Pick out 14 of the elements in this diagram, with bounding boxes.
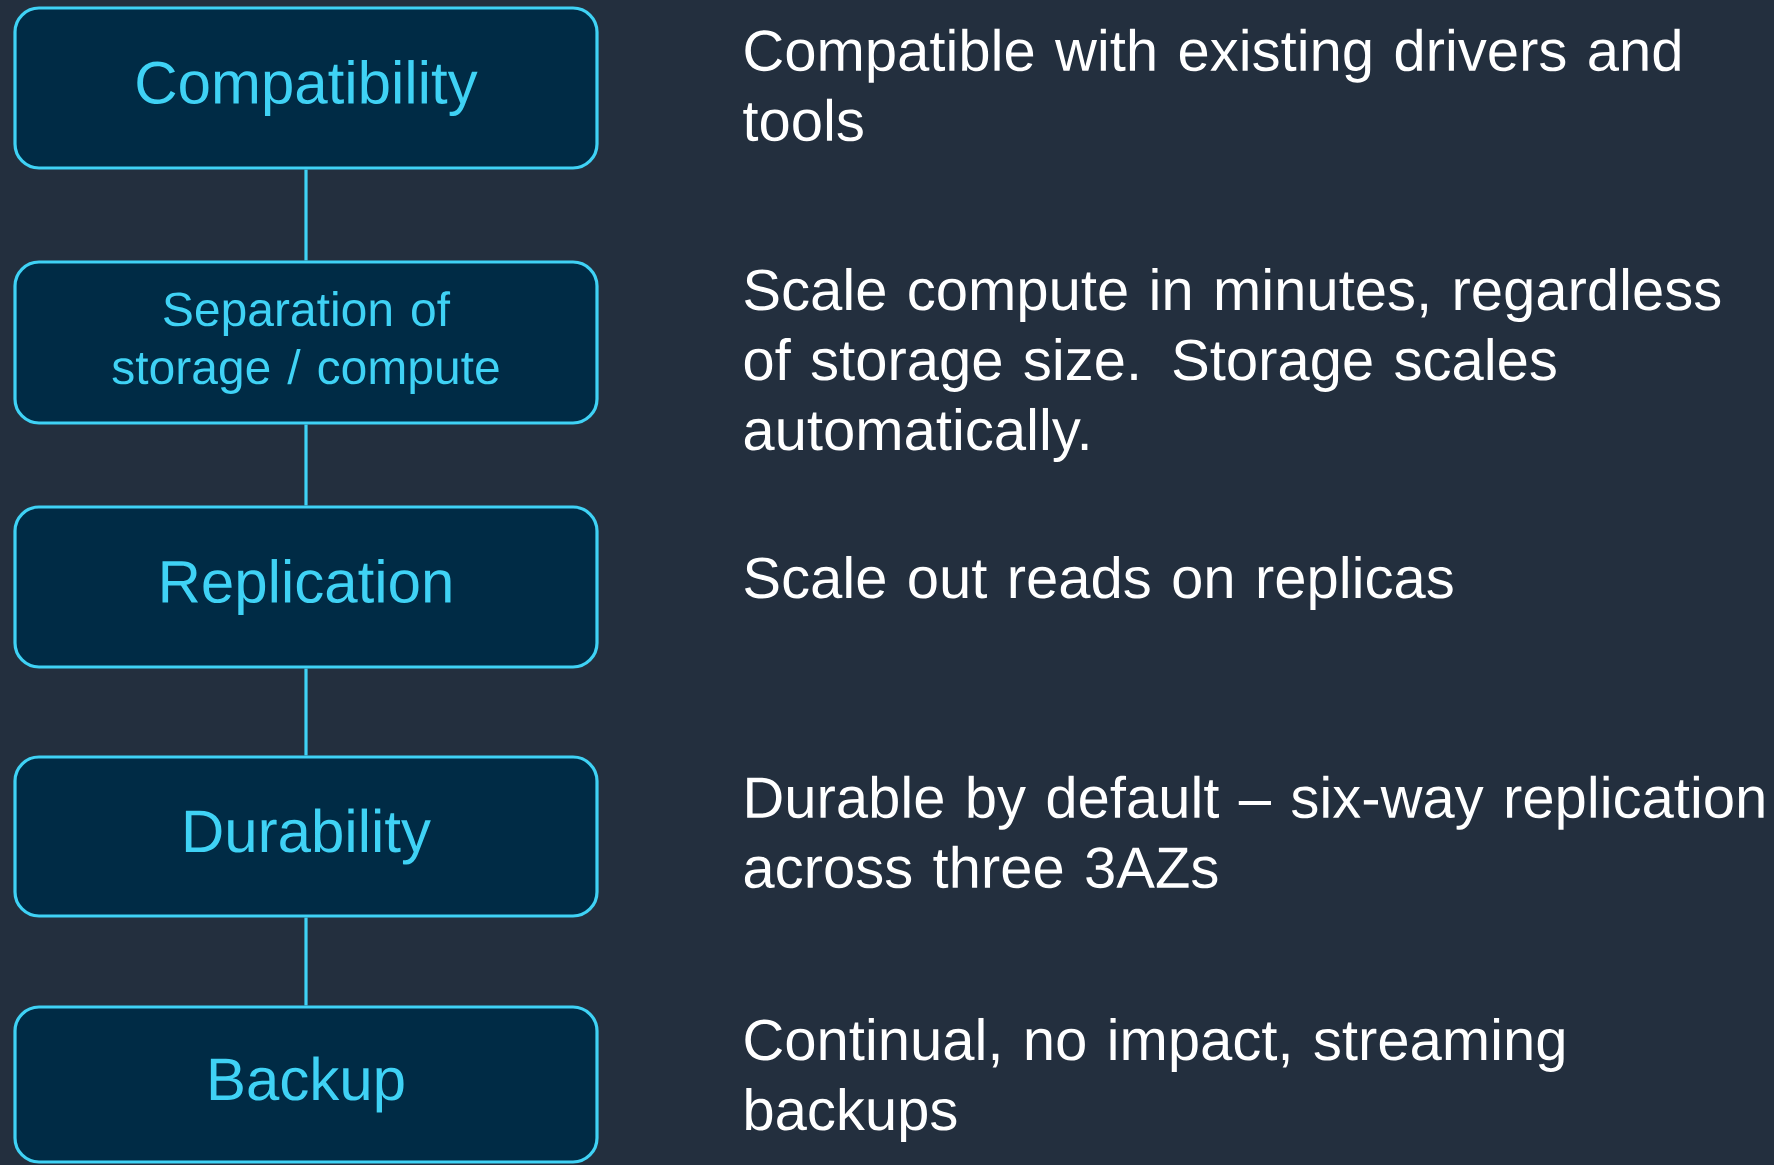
process-box: Replication	[13, 505, 599, 669]
process-box: Backup	[13, 1005, 599, 1164]
connector-line	[304, 917, 308, 1006]
connector-line	[304, 169, 308, 261]
process-box: Durability	[13, 755, 599, 918]
description-text: Continual, no impact, streaming backups	[745, 1017, 1564, 1143]
process-box: Compatibility	[13, 6, 599, 170]
description-text: Scale out reads on replicas	[745, 555, 1453, 611]
description-text: Compatible with existing drivers and tools	[743, 28, 1680, 142]
connector-line	[304, 424, 308, 506]
description-text: Durable by default – six-way replication across three 3AZs	[744, 775, 1764, 889]
process-box: Separation of storage / compute	[13, 260, 599, 425]
description-text: Scale compute in minutes, regardless of storage size. Storage scales automatically.	[744, 267, 1721, 463]
connector-line	[304, 668, 308, 756]
